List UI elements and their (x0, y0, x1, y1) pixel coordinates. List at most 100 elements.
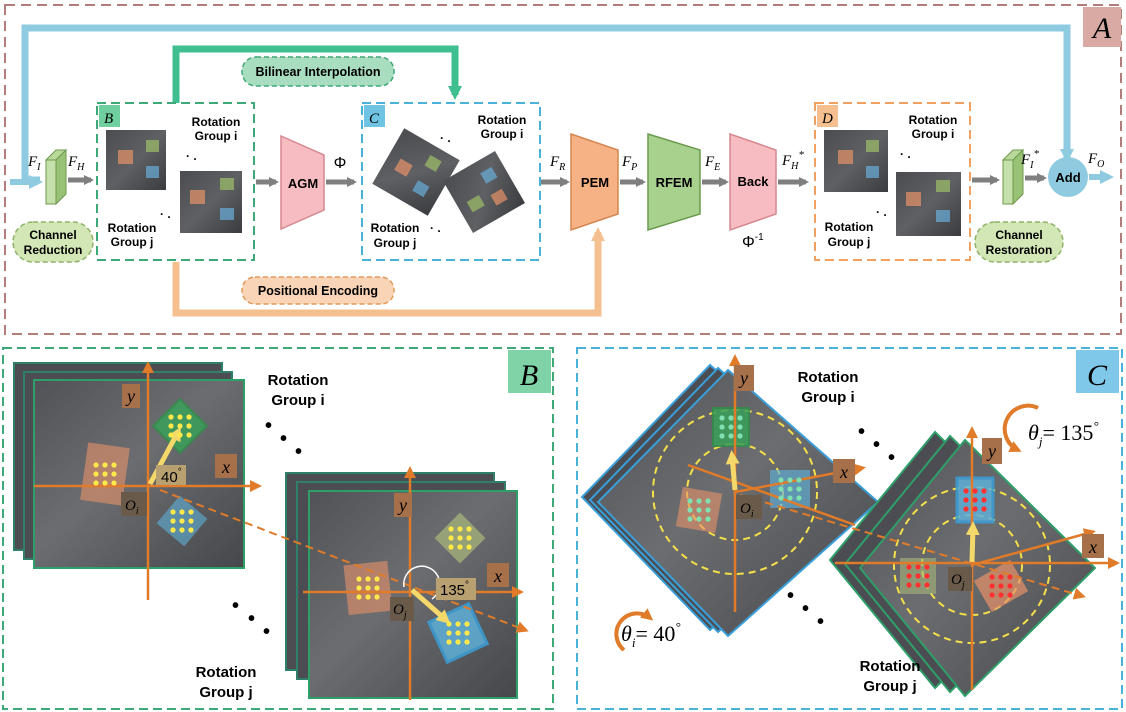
angle-40-label: 40° (161, 467, 182, 486)
feature-dot (737, 433, 743, 439)
feature-dot (981, 488, 987, 494)
svg-text:FO: FO (1087, 151, 1104, 170)
axis-x-label-j: x (493, 566, 502, 586)
agm-module: AGM (280, 134, 325, 231)
feature-dot (737, 424, 743, 430)
svg-text:•: • (232, 595, 239, 617)
svg-text:Rotation: Rotation (798, 369, 859, 386)
feature-dot (455, 630, 461, 636)
feature-dot (972, 488, 978, 494)
feature-dot (466, 526, 472, 532)
feature-dot (457, 535, 463, 541)
box-c-image-j (443, 151, 525, 233)
svg-text:Reduction: Reduction (24, 243, 83, 257)
axis-y-label-j: y (397, 495, 407, 515)
feature-dot (365, 585, 371, 591)
panel-b-tag: B (520, 359, 538, 392)
feature-dot (687, 507, 693, 513)
feature-dot (93, 462, 99, 468)
feature-dot (188, 518, 194, 524)
c-axis-y-label-i: y (738, 368, 748, 388)
panel-b-border (2, 347, 554, 710)
axis-y-label-i: y (125, 386, 135, 406)
svg-text:•: • (873, 434, 880, 456)
svg-text:•: • (263, 621, 270, 643)
feature-dot (93, 471, 99, 477)
svg-text:Channel: Channel (29, 228, 76, 242)
symbol-fh-star: FH* (781, 149, 804, 172)
feature-dot (796, 477, 802, 483)
panel-a-tag: A (1091, 12, 1112, 45)
feature-dot (705, 507, 711, 513)
feature-dot (179, 518, 185, 524)
c-axis-x-label-j: x (1088, 537, 1097, 557)
svg-text:135°: 135° (440, 580, 469, 599)
group-j-rotated-map (858, 438, 1097, 698)
panel-c: C y x y (576, 347, 1123, 710)
bilinear-pill: Bilinear Interpolation (241, 56, 395, 87)
svg-text:Oj: Oj (951, 572, 965, 591)
feature-dot (455, 621, 461, 627)
box-b-image-i (106, 130, 166, 190)
svg-text:•: • (280, 428, 287, 450)
feature-dot (356, 585, 362, 591)
panel-c-tag: C (1087, 359, 1108, 392)
svg-text:Rotation: Rotation (371, 221, 420, 235)
feature-dot (998, 592, 1004, 598)
feature-dot (924, 573, 930, 579)
svg-text:Rotation: Rotation (268, 372, 329, 389)
feature-dot (466, 535, 472, 541)
pem-module: PEM (570, 132, 619, 232)
panel-c-border (576, 347, 1123, 710)
feature-dot (787, 477, 793, 483)
box-d: D Rotation Group i Rotation Group j · . … (814, 102, 971, 261)
theta-i-rotation-icon (614, 608, 654, 652)
box-d-image-i (824, 130, 888, 192)
svg-text:FP: FP (621, 154, 637, 173)
feature-dot (374, 585, 380, 591)
feature-dot (111, 480, 117, 486)
panel-a-border (4, 4, 1122, 335)
feature-dot (111, 471, 117, 477)
svg-text:Rotation: Rotation (108, 221, 157, 235)
svg-text:Group j: Group j (199, 684, 252, 701)
symbol-fh: FH (67, 154, 85, 173)
svg-text:•: • (295, 441, 302, 463)
feature-dot (906, 564, 912, 570)
svg-text:Rotation: Rotation (196, 664, 257, 681)
svg-text:Group i: Group i (801, 389, 854, 406)
feature-dot (448, 544, 454, 550)
svg-text:Bilinear Interpolation: Bilinear Interpolation (255, 65, 380, 79)
feature-dot (924, 582, 930, 588)
channel-restoration-pill: Channel Restoration (974, 221, 1064, 263)
feature-dot (989, 592, 995, 598)
feature-dot (448, 526, 454, 532)
svg-text:θj= 135°: θj= 135° (1028, 418, 1099, 449)
feature-dot (102, 480, 108, 486)
feature-dot (168, 414, 174, 420)
c-axis-y-label-j: y (986, 441, 996, 461)
feature-dot (924, 564, 930, 570)
box-d-image-j (896, 172, 961, 236)
feature-dot (787, 495, 793, 501)
feature-dot (778, 495, 784, 501)
feature-dot (696, 498, 702, 504)
svg-text:Group i: Group i (912, 127, 955, 141)
svg-text:Channel: Channel (995, 228, 1042, 242)
svg-text:Positional Encoding: Positional Encoding (258, 284, 378, 298)
feature-dot (446, 630, 452, 636)
svg-text:Group j: Group j (828, 235, 871, 249)
origin-i-label: Oi (125, 498, 139, 517)
box-c: C Rotation Group i Rotation Group j · . … (361, 102, 541, 261)
feature-dot (778, 486, 784, 492)
feature-dot (696, 516, 702, 522)
feature-dot (177, 423, 183, 429)
feature-dot (464, 639, 470, 645)
feature-dot (778, 477, 784, 483)
feature-dot (989, 574, 995, 580)
symbol-fo: FO (1087, 151, 1104, 170)
feature-dot (446, 639, 452, 645)
feature-dot (1007, 592, 1013, 598)
feature-dot (446, 621, 452, 627)
feature-dot (177, 432, 183, 438)
